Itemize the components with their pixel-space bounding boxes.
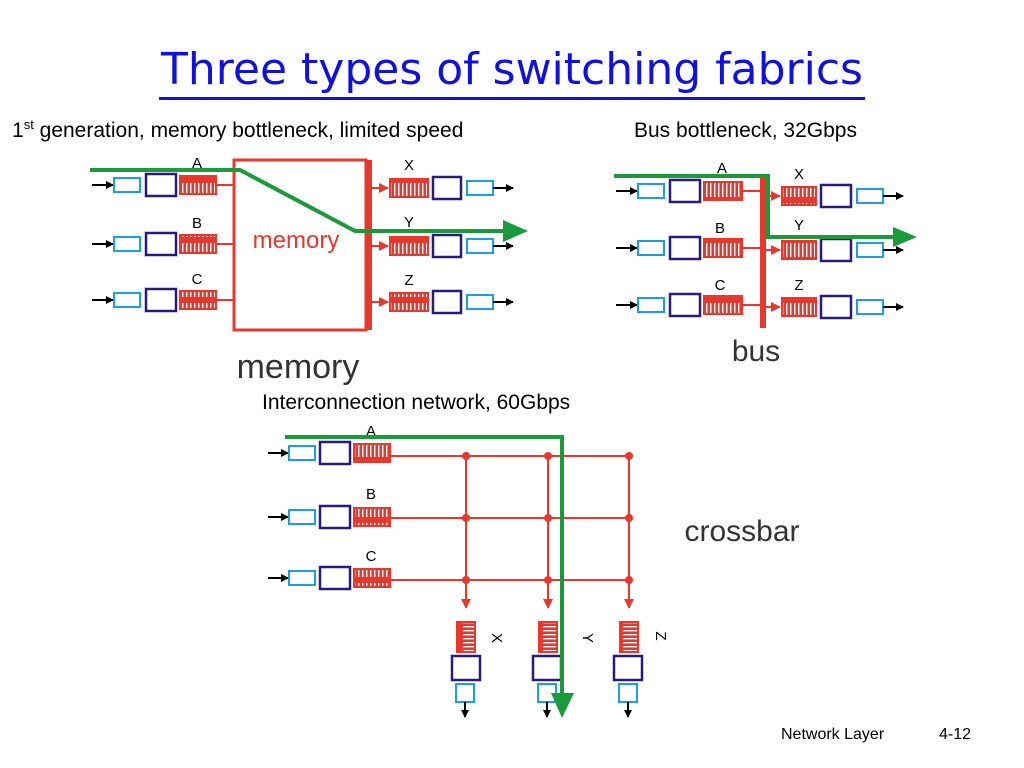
crossbar-input-label-b: B [366, 486, 376, 503]
crossbar-caption: Interconnection network, 60Gbps [262, 391, 571, 414]
crossbar-fabric-label: crossbar [684, 515, 799, 548]
bus-path-arrowhead [893, 227, 917, 247]
memory-input-label-a: A [192, 155, 202, 172]
bus-input-label-b: B [715, 220, 725, 237]
bus-fabric-label: bus [732, 335, 780, 368]
memory-output-y: Y [372, 214, 514, 259]
bus-diagram: A B C X [614, 160, 917, 368]
crossbar-output-x: X [450, 621, 505, 718]
memory-input-a: A [92, 155, 234, 198]
memory-input-label-b: B [192, 215, 202, 232]
crossbar-input-label-a: A [366, 423, 376, 440]
memory-output-z: Z [372, 272, 514, 315]
bus-output-z: Z [766, 277, 904, 320]
bus-input-label-c: C [715, 277, 726, 294]
footer-section: Network Layer [781, 726, 885, 743]
memory-box [232, 158, 368, 332]
memory-path-arrowhead [503, 220, 528, 242]
bus-output-y: Y [766, 217, 904, 263]
crossbar-input-b: B [268, 486, 391, 530]
bus-output-label-y: Y [794, 217, 804, 234]
crossbar-diagram: A B C [268, 423, 800, 718]
crossbar-output-label-x: X [488, 633, 505, 643]
crossbar-path-arrowhead [551, 693, 574, 718]
bus-input-b: B [616, 220, 762, 261]
crossbar-grid [390, 452, 634, 609]
bus-output-x: X [766, 166, 904, 209]
memory-diagram: A B C memory X [90, 155, 528, 386]
memory-fabric-label: memory [237, 348, 360, 386]
bus-output-label-z: Z [794, 277, 803, 294]
bus-output-label-x: X [794, 166, 804, 183]
memory-output-label-z: Z [404, 272, 413, 289]
bus-input-label-a: A [717, 160, 727, 177]
memory-input-c: C [92, 271, 234, 313]
memory-output-label-y: Y [404, 214, 414, 231]
slide-title: Three types of switching fabrics [0, 44, 1024, 100]
footer-page-number: 4-12 [939, 726, 972, 743]
bus-input-c: C [616, 277, 762, 318]
memory-input-b: B [92, 215, 234, 257]
crossbar-output-label-y: Y [579, 633, 596, 643]
crossbar-packet-path [285, 435, 564, 696]
memory-box-label: memory [253, 227, 340, 254]
shared-bus [760, 176, 766, 328]
crossbar-output-label-z: Z [652, 631, 669, 640]
memory-bus-bar [366, 160, 372, 330]
crossbar-input-label-c: C [366, 548, 377, 565]
crossbar-output-y: Y [531, 621, 596, 718]
crossbar-output-z: Z [612, 621, 669, 718]
memory-input-label-c: C [192, 271, 203, 288]
bus-input-a: A [616, 160, 762, 204]
memory-caption: 1st generation, memory bottleneck, limit… [12, 117, 464, 142]
bus-packet-path [614, 174, 895, 239]
memory-output-label-x: X [404, 157, 414, 174]
memory-output-x: X [372, 157, 514, 201]
memory-packet-path [90, 168, 505, 233]
crossbar-input-a: A [268, 423, 391, 466]
bus-caption: Bus bottleneck, 32Gbps [634, 119, 857, 142]
crossbar-input-c: C [268, 548, 391, 591]
